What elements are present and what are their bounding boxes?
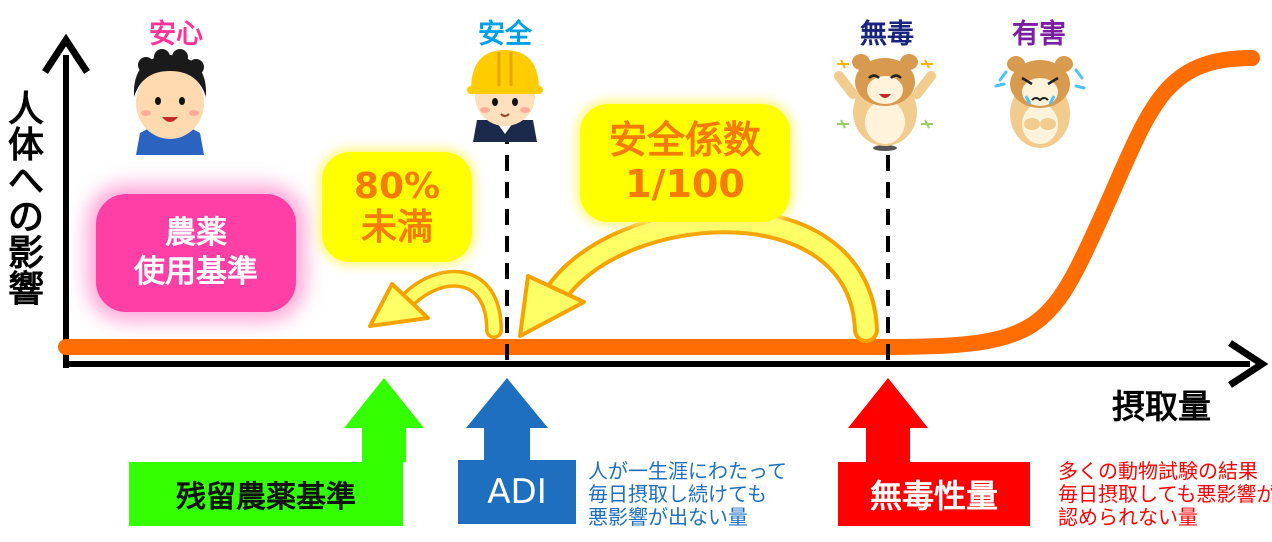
noael-description-line: 多くの動物試験の結果 bbox=[1058, 460, 1258, 483]
dose-response-curve bbox=[58, 50, 1260, 355]
percent-bubble-line: 未満 bbox=[360, 207, 433, 248]
safety-factor-bubble: 安全係数 1/100 bbox=[580, 104, 790, 222]
noael-label: 無毒性量 bbox=[838, 462, 1030, 526]
adi-label: ADI bbox=[458, 460, 576, 524]
noael-description-line: 毎日摂取しても悪影響が bbox=[1058, 482, 1272, 506]
adi-description-line: 悪影響が出ない量 bbox=[588, 505, 748, 529]
mudoku-label: 無毒 bbox=[860, 19, 914, 50]
y-axis-char: 人 bbox=[8, 89, 45, 130]
happy-hamster-icon bbox=[834, 54, 936, 151]
pesticide-standard-line: 使用基準 bbox=[134, 254, 258, 290]
x-axis-label: 摂取量 bbox=[1112, 387, 1211, 426]
y-axis-char: へ bbox=[8, 161, 45, 202]
pesticide-standard-line: 農薬 bbox=[165, 215, 227, 252]
safety-factor-line: 安全係数 bbox=[608, 118, 761, 163]
x-axis bbox=[63, 340, 1269, 388]
y-axis-char: 体 bbox=[8, 125, 45, 166]
percent-arrow bbox=[368, 269, 503, 339]
y-axis-char: 響 bbox=[8, 269, 45, 310]
boy-hardhat-icon bbox=[467, 50, 543, 142]
pesticide-standard-box: 農薬 使用基準 bbox=[96, 194, 296, 312]
noael-description: 多くの動物試験の結果 毎日摂取しても悪影響が 認められない量 bbox=[1058, 460, 1272, 529]
y-axis-label: 人 体 へ の 影 響 bbox=[8, 92, 44, 308]
y-axis bbox=[42, 33, 90, 368]
safety-factor-arrow bbox=[518, 208, 879, 343]
y-axis-char: 影 bbox=[8, 233, 45, 274]
adi-description-line: 人が一生涯にわたって bbox=[588, 459, 787, 483]
y-axis-char: の bbox=[8, 197, 45, 238]
percent-bubble: 80% 未満 bbox=[322, 152, 472, 262]
yugai-label: 有害 bbox=[1012, 19, 1066, 50]
anzen-label: 安全 bbox=[478, 19, 532, 50]
sick-hamster-icon bbox=[994, 56, 1086, 148]
adi-up-arrow bbox=[466, 378, 548, 462]
percent-bubble-line: 80% bbox=[353, 165, 441, 207]
anshin-label: 安心 bbox=[149, 19, 203, 50]
boy-smiling-icon bbox=[133, 49, 207, 155]
noael-up-arrow bbox=[848, 378, 928, 462]
safety-factor-line: 1/100 bbox=[625, 162, 745, 206]
residue-standard-label: 残留農薬基準 bbox=[129, 462, 403, 526]
adi-description-line: 毎日摂取し続けても bbox=[588, 482, 767, 506]
adi-description: 人が一生涯にわたって 毎日摂取し続けても 悪影響が出ない量 bbox=[588, 460, 787, 529]
noael-description-line: 認められない量 bbox=[1058, 505, 1198, 529]
residue-up-arrow bbox=[344, 378, 424, 462]
